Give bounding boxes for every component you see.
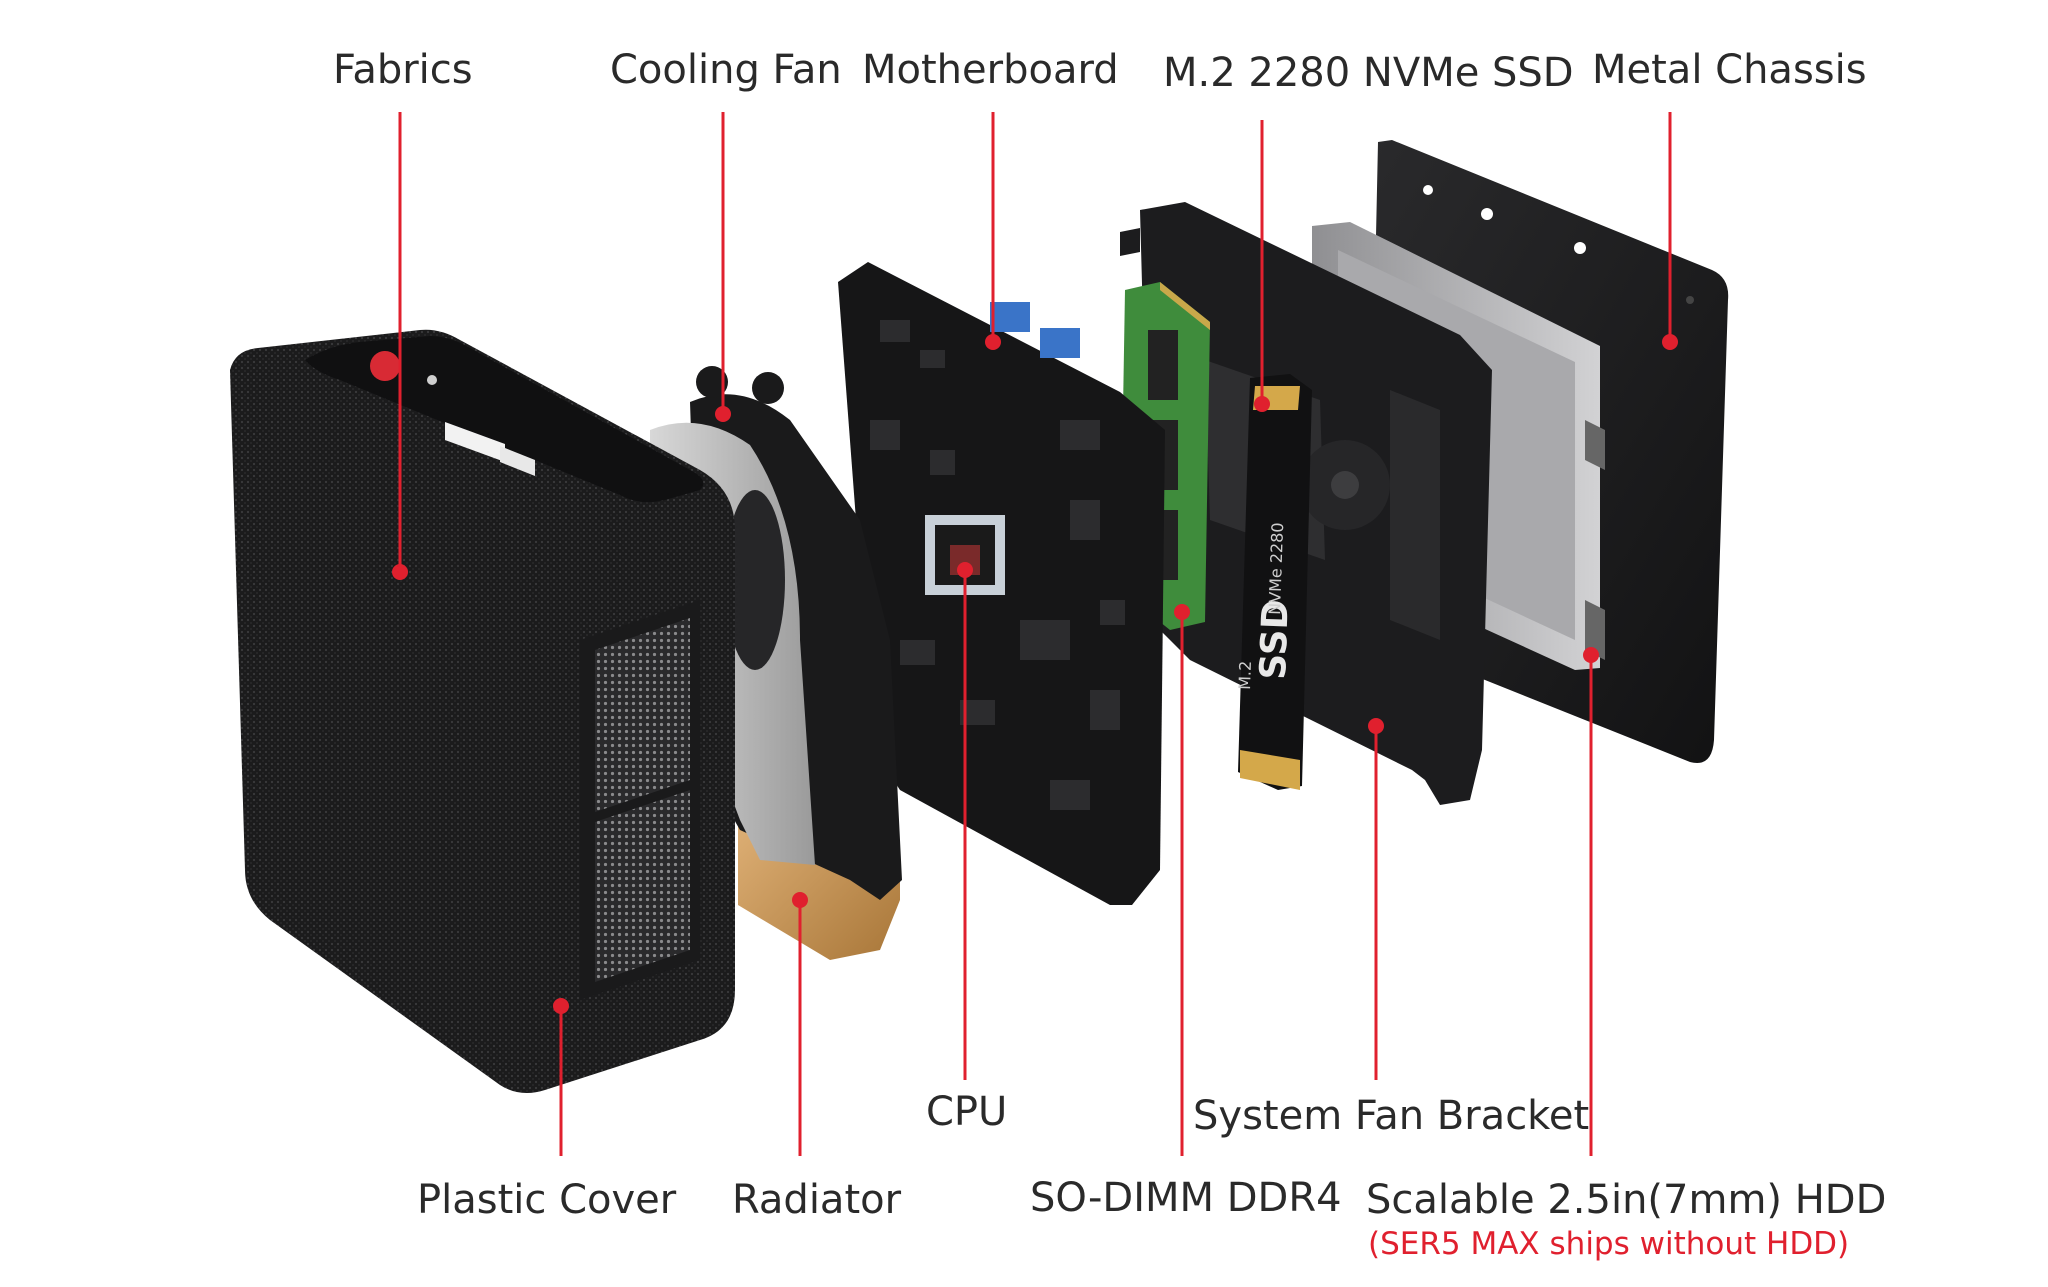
radiator-label: Radiator	[732, 1177, 902, 1223]
ssd-print-nvme: NVMe 2280	[1265, 522, 1287, 615]
fabrics-label: Fabrics	[333, 47, 473, 93]
motherboard-dot	[985, 334, 1001, 350]
ssd-print-ssd: SSD	[1253, 599, 1297, 681]
hdd-note: (SER5 MAX ships without HDD)	[1368, 1226, 1850, 1262]
hdd-label: Scalable 2.5in(7mm) HDD	[1366, 1177, 1887, 1223]
ssd-dot	[1254, 396, 1270, 412]
cooling-fan-dot	[715, 406, 731, 422]
plastic-cover-label: Plastic Cover	[417, 1177, 677, 1223]
callout-dots	[392, 334, 1678, 1014]
so-dimm-dot	[1174, 604, 1190, 620]
fabrics-dot	[392, 564, 408, 580]
nvme-ssd-part: SSD M.2 NVMe 2280	[1235, 374, 1312, 790]
cooling-fan-label: Cooling Fan	[610, 47, 842, 93]
system-fan-bracket-label: System Fan Bracket	[1193, 1093, 1590, 1139]
system-fan-bracket-dot	[1368, 718, 1384, 734]
cpu-dot	[957, 562, 973, 578]
motherboard-part	[838, 262, 1165, 905]
cpu-label: CPU	[926, 1089, 1008, 1135]
motherboard-label: Motherboard	[862, 47, 1119, 93]
metal-chassis-label: Metal Chassis	[1592, 47, 1867, 93]
plastic-cover-part	[230, 329, 735, 1094]
hdd-dot	[1583, 647, 1599, 663]
ssd-print-m2: M.2	[1235, 660, 1255, 690]
leader-lines	[398, 112, 1672, 1156]
metal-chassis-dot	[1662, 334, 1678, 350]
radiator-dot	[792, 892, 808, 908]
ssd-label: M.2 2280 NVMe SSD	[1163, 50, 1574, 96]
plastic-cover-dot	[553, 998, 569, 1014]
so-dimm-label: SO-DIMM DDR4	[1030, 1175, 1342, 1221]
